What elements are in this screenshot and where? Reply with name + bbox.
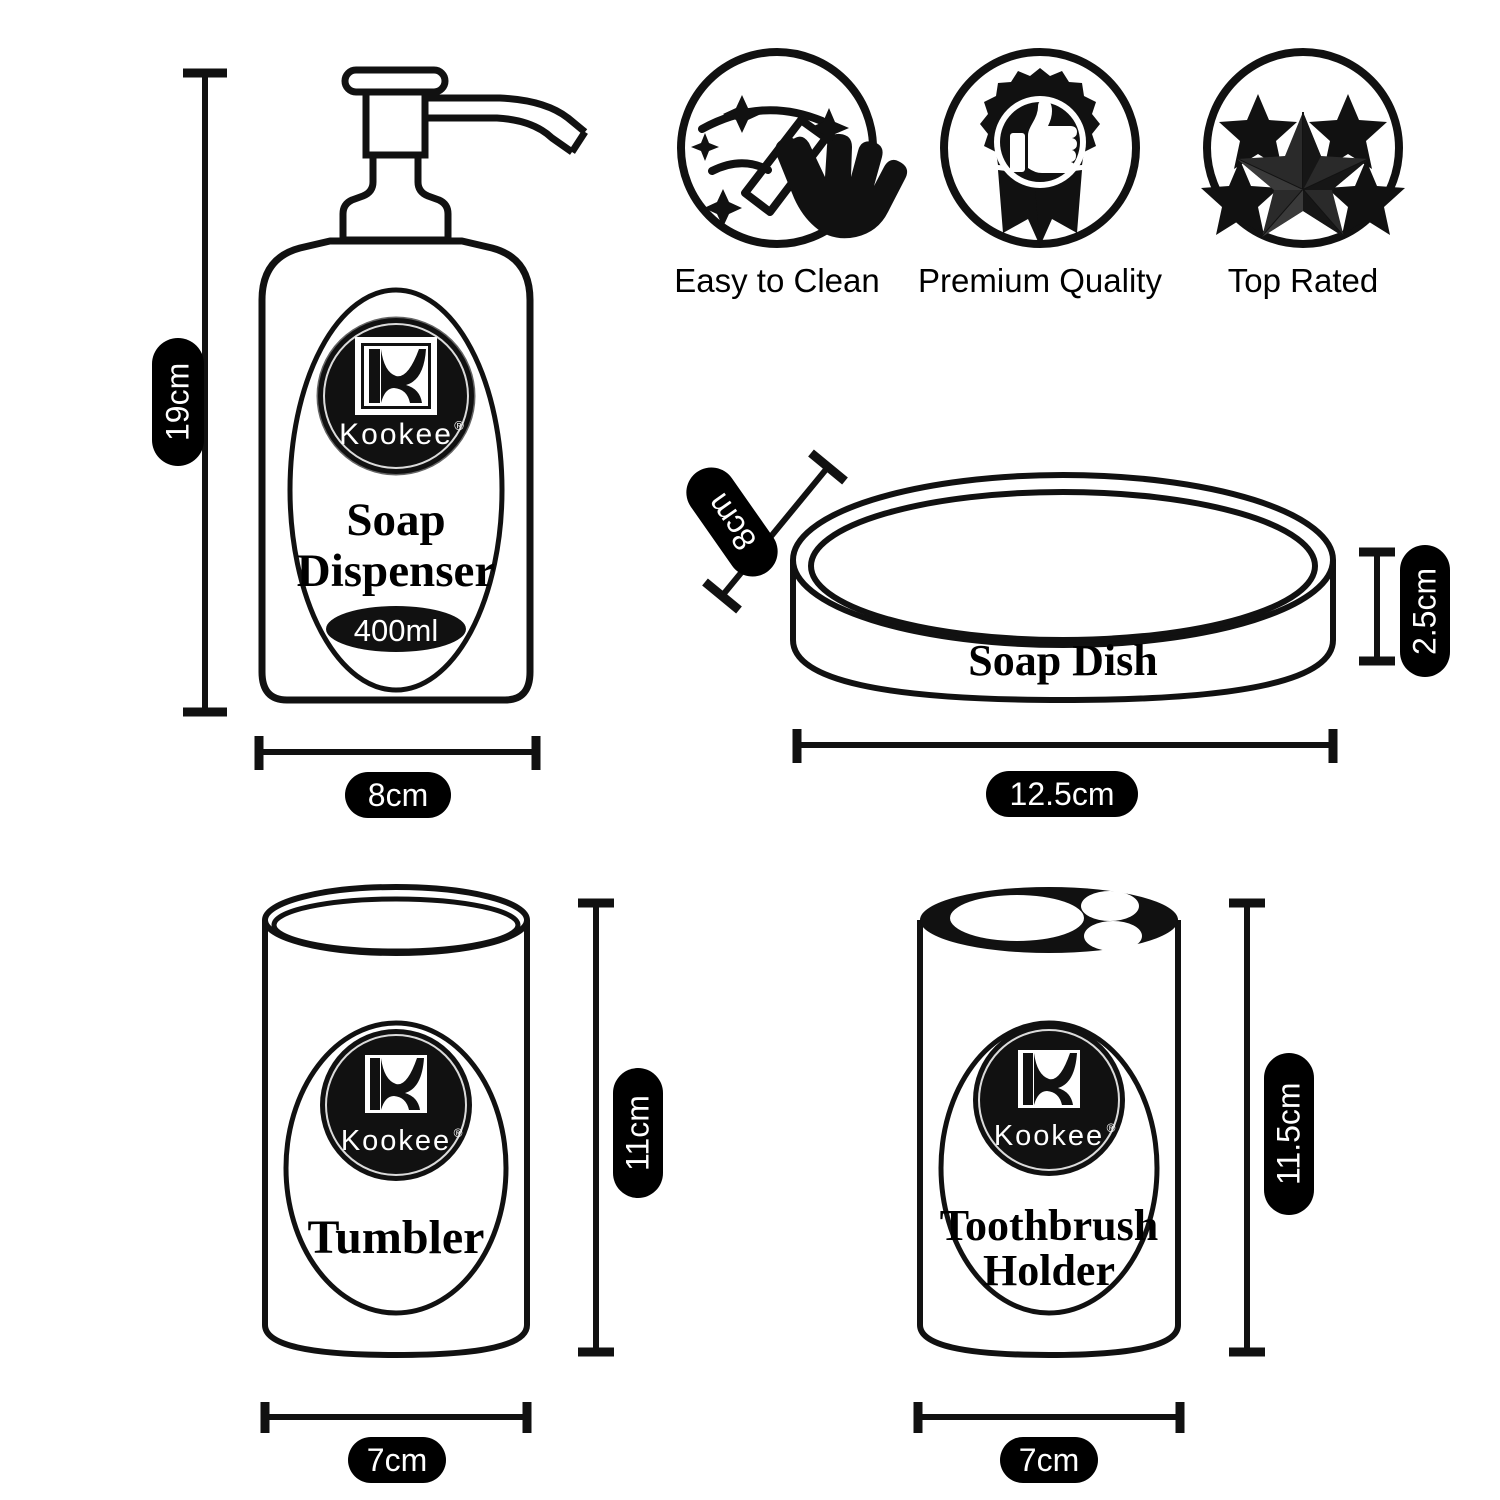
dimension-holder-width [913, 1402, 1185, 1433]
icon-top-rated [1201, 48, 1405, 248]
dish-outer-rim [790, 472, 1336, 648]
dimension-tumbler-width [260, 1402, 532, 1433]
dimension-dish-width [792, 729, 1338, 763]
icon-easy-to-clean [677, 48, 908, 248]
pill-tumbler-height: 11cm [613, 1068, 663, 1198]
pump-spout-bottom [425, 114, 575, 155]
tumbler-body [262, 920, 530, 1358]
soap-dish-illustration [790, 472, 1336, 703]
dish-inner-rim [808, 489, 1318, 643]
pill-dish-width: 12.5cm [986, 771, 1138, 817]
soap-dispenser-illustration [258, 66, 588, 704]
kookee-registered-dispenser: ® [454, 418, 466, 433]
feature-label-premium-quality: Premium Quality [900, 262, 1180, 300]
pump-spout-top [425, 94, 588, 135]
holder-title-line1: Toothbrush [940, 1201, 1159, 1250]
toothbrush-holder-illustration [917, 887, 1181, 1358]
kookee-logo-toothbrush-holder [973, 1024, 1125, 1176]
pill-holder-width: 7cm [1000, 1437, 1098, 1483]
dispenser-label-oval [287, 287, 505, 693]
icon-premium-quality [940, 48, 1140, 248]
kookee-logo-tumbler [320, 1029, 472, 1181]
tumbler-label-oval [283, 1020, 509, 1316]
kookee-registered-tumbler: ® [454, 1126, 465, 1140]
dimension-holder-height [1229, 898, 1265, 1357]
pump-cap [341, 66, 449, 96]
kookee-logo-dispenser [316, 316, 476, 476]
dispenser-bottle-body [258, 237, 534, 704]
pump-stem [362, 92, 429, 159]
kookee-wordmark-tumbler: Kookee [341, 1125, 451, 1157]
pill-dispenser-height: 19cm [152, 338, 204, 466]
holder-label-oval [938, 1020, 1160, 1316]
holder-body [917, 920, 1181, 1358]
dish-body [790, 560, 1336, 703]
pill-holder-height: 11.5cm [1264, 1053, 1314, 1215]
feature-label-text: Premium Quality [918, 262, 1162, 299]
dimension-dish-depth [702, 449, 848, 614]
dispenser-title-line2: Dispenser [297, 545, 495, 597]
feature-label-text: Easy to Clean [674, 262, 880, 299]
tumbler-illustration [262, 884, 530, 1358]
holder-title-line2: Holder [983, 1246, 1115, 1295]
dimension-dispenser-height [183, 68, 227, 717]
soap-dish-title: Soap Dish [968, 636, 1158, 685]
holder-hole-small-top [1081, 891, 1139, 921]
holder-hole-large [950, 895, 1084, 941]
tumbler-title: Tumbler [308, 1211, 485, 1264]
kookee-wordmark-dispenser: Kookee [339, 418, 453, 451]
feature-label-text: Top Rated [1227, 262, 1379, 299]
dimension-tumbler-height [578, 898, 614, 1357]
pill-dish-height: 2.5cm [1400, 545, 1450, 677]
holder-hole-small-bottom [1084, 921, 1142, 951]
pill-dispenser-width: 8cm [345, 772, 451, 818]
pill-tumbler-width: 7cm [348, 1437, 446, 1483]
dispenser-capacity-label: 400ml [354, 613, 438, 648]
pump-spout-tip [569, 130, 588, 154]
dispenser-title-line1: Soap [346, 494, 445, 546]
tumbler-rim-inner [271, 896, 521, 954]
feature-label-easy-to-clean: Easy to Clean [637, 262, 917, 300]
feature-label-top-rated: Top Rated [1163, 262, 1443, 300]
kookee-wordmark-holder: Kookee [994, 1120, 1104, 1152]
dimension-dish-height [1359, 547, 1395, 666]
capacity-badge-shape [326, 606, 466, 652]
pump-neck-collar [339, 155, 452, 244]
kookee-registered-holder: ® [1107, 1121, 1118, 1135]
dimension-dispenser-width [254, 736, 541, 770]
